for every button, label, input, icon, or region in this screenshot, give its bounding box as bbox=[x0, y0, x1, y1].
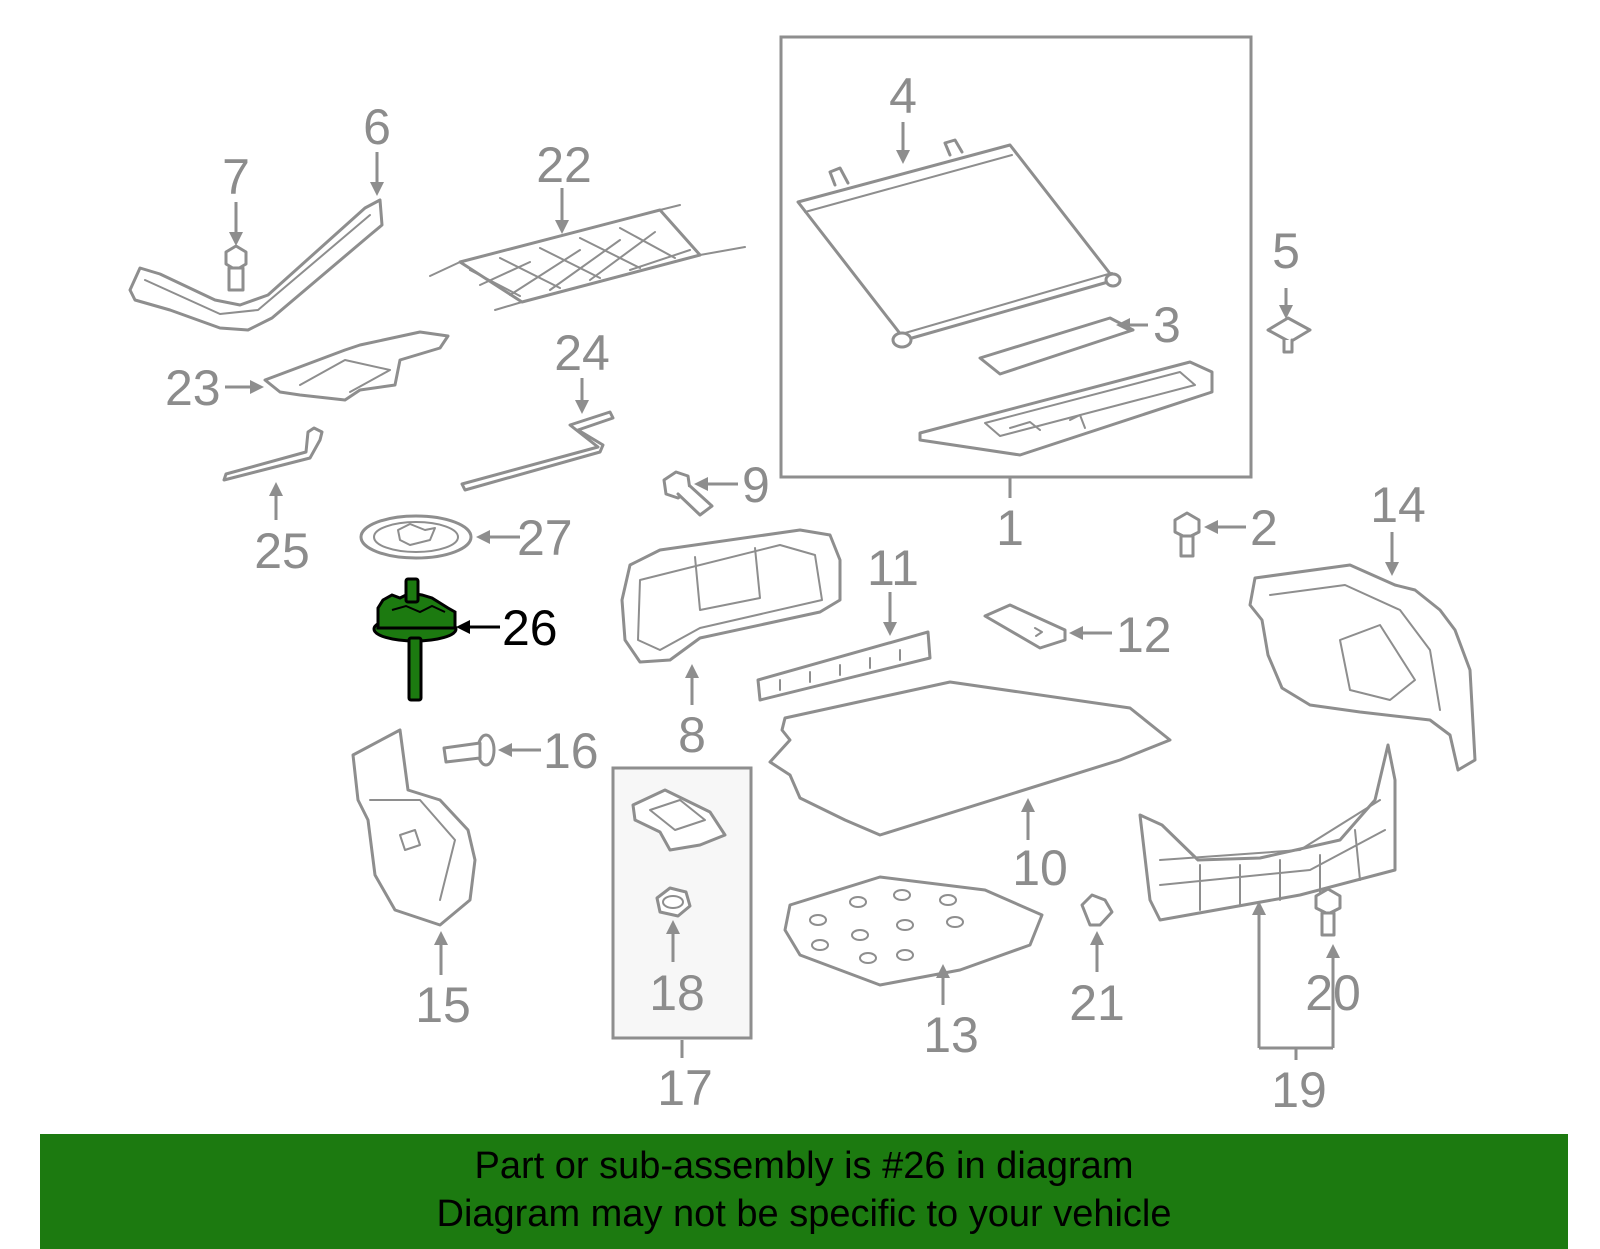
part-6-brace[interactable] bbox=[128, 198, 384, 332]
callout-13: 13 bbox=[923, 1007, 979, 1063]
callout-19: 19 bbox=[1271, 1062, 1327, 1118]
callout-27: 27 bbox=[517, 510, 573, 566]
callout-25: 25 bbox=[254, 523, 310, 579]
part-9-bolt[interactable] bbox=[662, 470, 714, 517]
callout-1: 1 bbox=[996, 500, 1024, 556]
info-banner: Part or sub-assembly is #26 in diagram D… bbox=[40, 1134, 1568, 1249]
part-19-rear-trim[interactable] bbox=[1138, 743, 1397, 922]
callout-7: 7 bbox=[222, 149, 250, 205]
part-21-clip[interactable] bbox=[1080, 893, 1114, 927]
callout-11: 11 bbox=[867, 540, 919, 596]
callout-labels: 1 2 3 4 5 6 7 8 9 10 11 12 13 14 15 16 1… bbox=[165, 68, 1426, 1118]
callout-17: 17 bbox=[657, 1060, 713, 1116]
callout-5: 5 bbox=[1272, 223, 1300, 279]
group-box-1 bbox=[779, 35, 1253, 479]
part-17-hook-assembly[interactable] bbox=[631, 788, 727, 852]
part-12-cover-plate[interactable] bbox=[983, 603, 1067, 650]
callout-16: 16 bbox=[543, 723, 599, 779]
callout-9: 9 bbox=[742, 457, 770, 513]
part-7-bolt[interactable] bbox=[224, 244, 248, 292]
part-16-push-pin[interactable] bbox=[442, 733, 496, 767]
part-24-tool-rod[interactable] bbox=[460, 410, 615, 492]
banner-line-2: Diagram may not be specific to your vehi… bbox=[436, 1193, 1172, 1235]
part-3-cover-strip[interactable] bbox=[978, 316, 1135, 376]
part-15-side-trim[interactable] bbox=[351, 728, 477, 927]
part-1-package-tray[interactable] bbox=[918, 360, 1214, 457]
callout-2: 2 bbox=[1250, 500, 1278, 556]
callout-15: 15 bbox=[415, 977, 471, 1033]
callout-8: 8 bbox=[678, 707, 706, 763]
callout-14: 14 bbox=[1370, 477, 1426, 533]
part-26-spare-tire-hold-down[interactable] bbox=[372, 577, 458, 702]
callout-20: 20 bbox=[1305, 965, 1361, 1021]
callout-4: 4 bbox=[889, 68, 917, 124]
part-10-floor-mat[interactable] bbox=[768, 680, 1172, 837]
callout-3: 3 bbox=[1153, 297, 1181, 353]
banner-line-1: Part or sub-assembly is #26 in diagram bbox=[474, 1145, 1134, 1187]
part-23-jack[interactable] bbox=[263, 330, 450, 402]
part-18-clip[interactable] bbox=[655, 886, 692, 918]
callout-26: 26 bbox=[502, 600, 558, 656]
callout-10: 10 bbox=[1012, 840, 1068, 896]
part-14-quarter-trim[interactable] bbox=[1248, 563, 1477, 772]
callout-23: 23 bbox=[165, 360, 221, 416]
part-13-floor-board[interactable] bbox=[783, 875, 1044, 987]
part-8-trim-panel[interactable] bbox=[620, 528, 842, 664]
callout-21: 21 bbox=[1069, 975, 1125, 1031]
part-25-jack-handle[interactable] bbox=[222, 426, 324, 482]
callout-22: 22 bbox=[536, 137, 592, 193]
leader-lines bbox=[225, 122, 1399, 1060]
callout-24: 24 bbox=[554, 325, 610, 381]
part-4-cover-roller[interactable] bbox=[796, 138, 1122, 349]
part-2-bolt[interactable] bbox=[1173, 511, 1201, 558]
part-11-trim-strip[interactable] bbox=[756, 630, 932, 702]
part-20-bolt[interactable] bbox=[1314, 887, 1342, 937]
part-27-spacer[interactable] bbox=[359, 514, 473, 560]
callout-12: 12 bbox=[1116, 607, 1172, 663]
callout-18: 18 bbox=[649, 965, 705, 1021]
part-5-clip[interactable] bbox=[1266, 316, 1312, 354]
part-22-cargo-net[interactable] bbox=[429, 204, 746, 311]
callout-6: 6 bbox=[363, 99, 391, 155]
